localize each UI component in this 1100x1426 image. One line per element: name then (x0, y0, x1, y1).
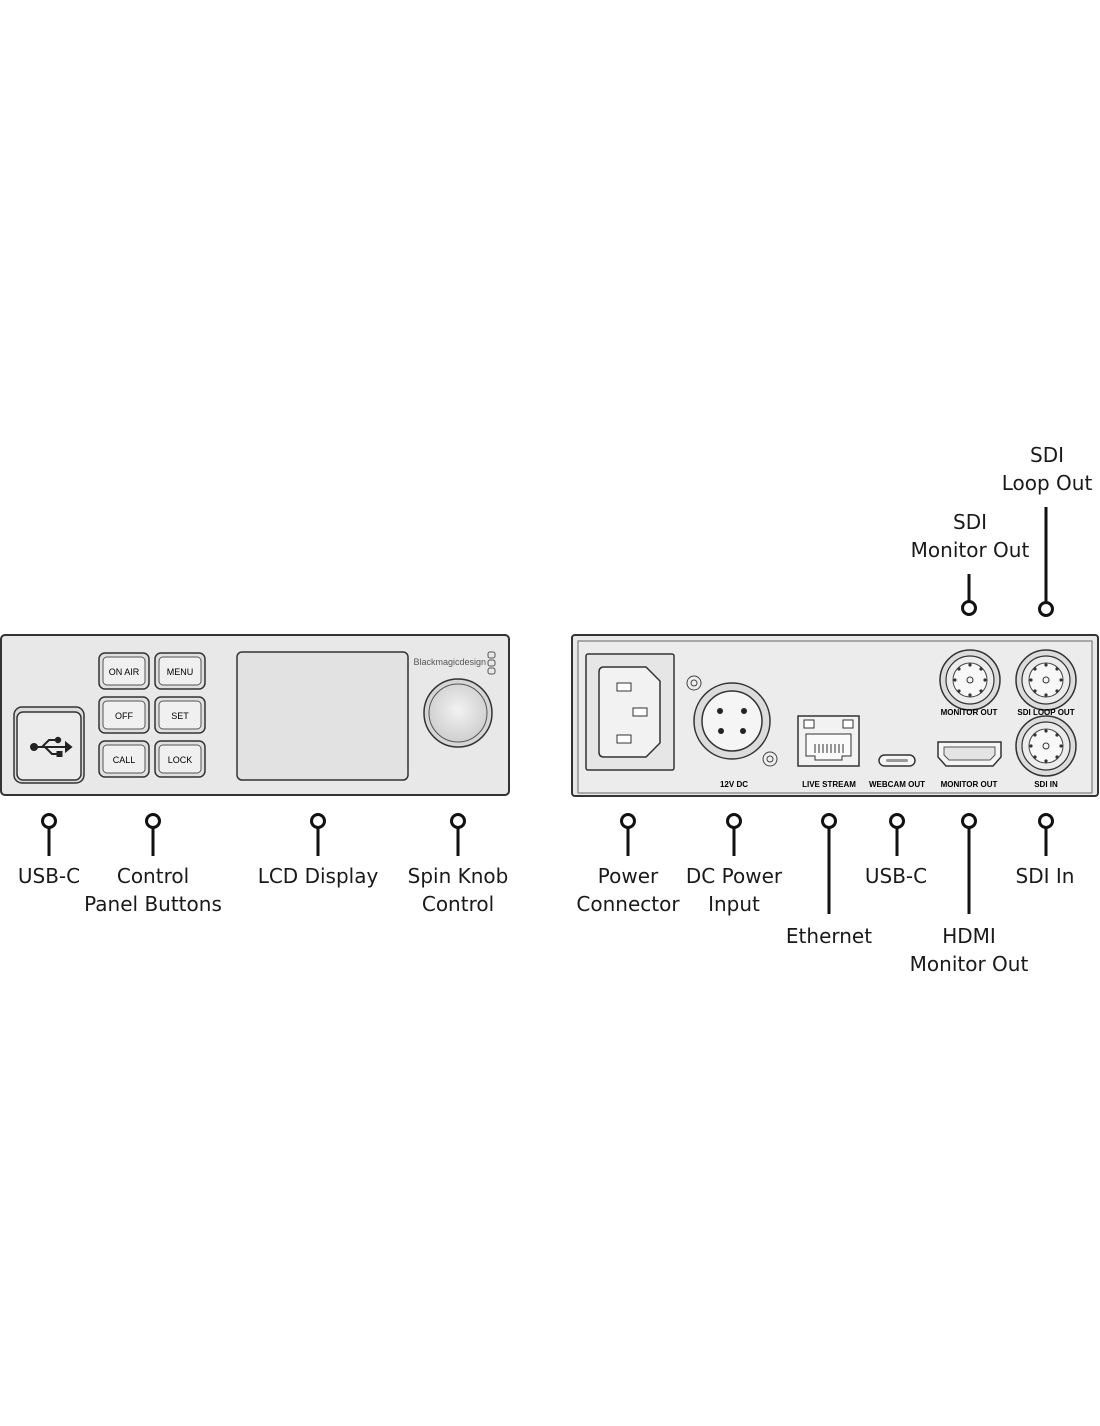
callout-power-connector: Power Connector (576, 862, 679, 918)
callout-control-panel-buttons: Control Panel Buttons (84, 862, 222, 918)
callout-sdi-monitor-out: SDI Monitor Out (911, 508, 1030, 564)
rear-usb-c-port[interactable]: WEBCAM OUT (869, 754, 925, 789)
port-label-sdi-in: SDI IN (1034, 780, 1058, 789)
hdmi-port[interactable]: MONITOR OUT (937, 741, 1002, 789)
callout-leaders (41, 507, 1054, 914)
port-label-dc: 12V DC (720, 780, 748, 789)
callout-line: Monitor Out (910, 538, 1030, 562)
ethernet-port[interactable]: LIVE STREAM (797, 715, 860, 789)
brand-logo: Blackmagicdesign (413, 657, 486, 667)
callout-spin-knob: Spin Knob Control (408, 862, 509, 918)
leader-rear-usb-c (889, 813, 905, 856)
leader-sdi-in (1038, 813, 1054, 856)
callout-line: Connector (576, 892, 680, 916)
spin-knob[interactable] (423, 678, 493, 748)
rear-panel: 12V DC LIVE STREAM WEBCAM OUT M (571, 634, 1099, 797)
callout-lcd-display: LCD Display (258, 862, 379, 890)
leader-dc-power-input (726, 813, 742, 856)
callout-line: DC Power (685, 864, 783, 888)
callout-dc-power-input: DC Power Input (686, 862, 782, 918)
callout-line: Ethernet (785, 924, 873, 948)
call-button[interactable]: CALL (98, 740, 150, 778)
sdi-monitor-out-port[interactable]: MONITOR OUT (939, 649, 1001, 717)
port-label-hdmi: MONITOR OUT (941, 780, 998, 789)
callout-hdmi-monitor-out: HDMI Monitor Out (910, 922, 1029, 978)
callout-rear-usb-c: USB-C (865, 862, 927, 890)
off-button[interactable]: OFF (98, 696, 150, 734)
leader-sdi-loop-out (1038, 507, 1054, 617)
set-label: SET (171, 711, 189, 721)
leader-lcd-display (310, 813, 326, 856)
callout-line: Panel Buttons (84, 892, 222, 916)
sdi-in-port[interactable]: SDI IN (1015, 715, 1077, 789)
leader-power-connector (620, 813, 636, 856)
callout-line: Loop Out (1001, 471, 1093, 495)
usb-icon (30, 736, 73, 757)
leader-sdi-monitor-out (961, 574, 977, 616)
callout-line: HDMI (942, 924, 996, 948)
callout-line: USB-C (864, 864, 928, 888)
port-label-ethernet: LIVE STREAM (802, 780, 856, 789)
port-label-sdi-loop: SDI LOOP OUT (1017, 708, 1074, 717)
callout-line: USB-C (17, 864, 81, 888)
callout-sdi-in: SDI In (1016, 862, 1075, 890)
callout-line: Control (421, 892, 495, 916)
callout-line: SDI In (1015, 864, 1075, 888)
callout-line: Control (116, 864, 190, 888)
leader-usb-c (41, 813, 57, 856)
set-button[interactable]: SET (154, 696, 206, 734)
lock-button[interactable]: LOCK (154, 740, 206, 778)
brand-logo-icon (487, 651, 496, 675)
callout-line: LCD Display (257, 864, 379, 888)
callout-line: Input (708, 892, 760, 916)
on-air-button[interactable]: ON AIR (98, 652, 150, 690)
call-label: CALL (113, 755, 136, 765)
leader-spin-knob (450, 813, 466, 856)
callout-ethernet: Ethernet (786, 922, 872, 950)
lock-label: LOCK (168, 755, 193, 765)
off-label: OFF (115, 711, 133, 721)
callout-line: Monitor Out (909, 952, 1029, 976)
callout-sdi-loop-out: SDI Loop Out (1002, 441, 1093, 497)
control-panel-buttons: ON AIR MENU OFF SET CALL (98, 652, 206, 778)
callout-line: Spin Knob (407, 864, 509, 888)
callout-line: SDI (953, 510, 987, 534)
menu-label: MENU (167, 667, 194, 677)
dc-power-input-port[interactable]: 12V DC (686, 675, 778, 789)
leader-hdmi-monitor-out (961, 813, 977, 914)
callout-line: SDI (1029, 443, 1064, 467)
leader-control-panel-buttons (145, 813, 161, 856)
lcd-display (236, 651, 409, 781)
sdi-loop-out-port[interactable]: SDI LOOP OUT (1015, 649, 1077, 717)
front-panel: ON AIR MENU OFF SET CALL (0, 634, 510, 796)
menu-button[interactable]: MENU (154, 652, 206, 690)
on-air-label: ON AIR (109, 667, 140, 677)
port-label-sdi-monitor: MONITOR OUT (941, 708, 998, 717)
callout-usb-c: USB-C (18, 862, 80, 890)
power-connector[interactable] (585, 653, 675, 771)
front-usb-c-port[interactable] (13, 706, 85, 784)
callout-line: Power (597, 864, 659, 888)
port-label-usb: WEBCAM OUT (869, 780, 925, 789)
leader-ethernet (821, 813, 837, 914)
